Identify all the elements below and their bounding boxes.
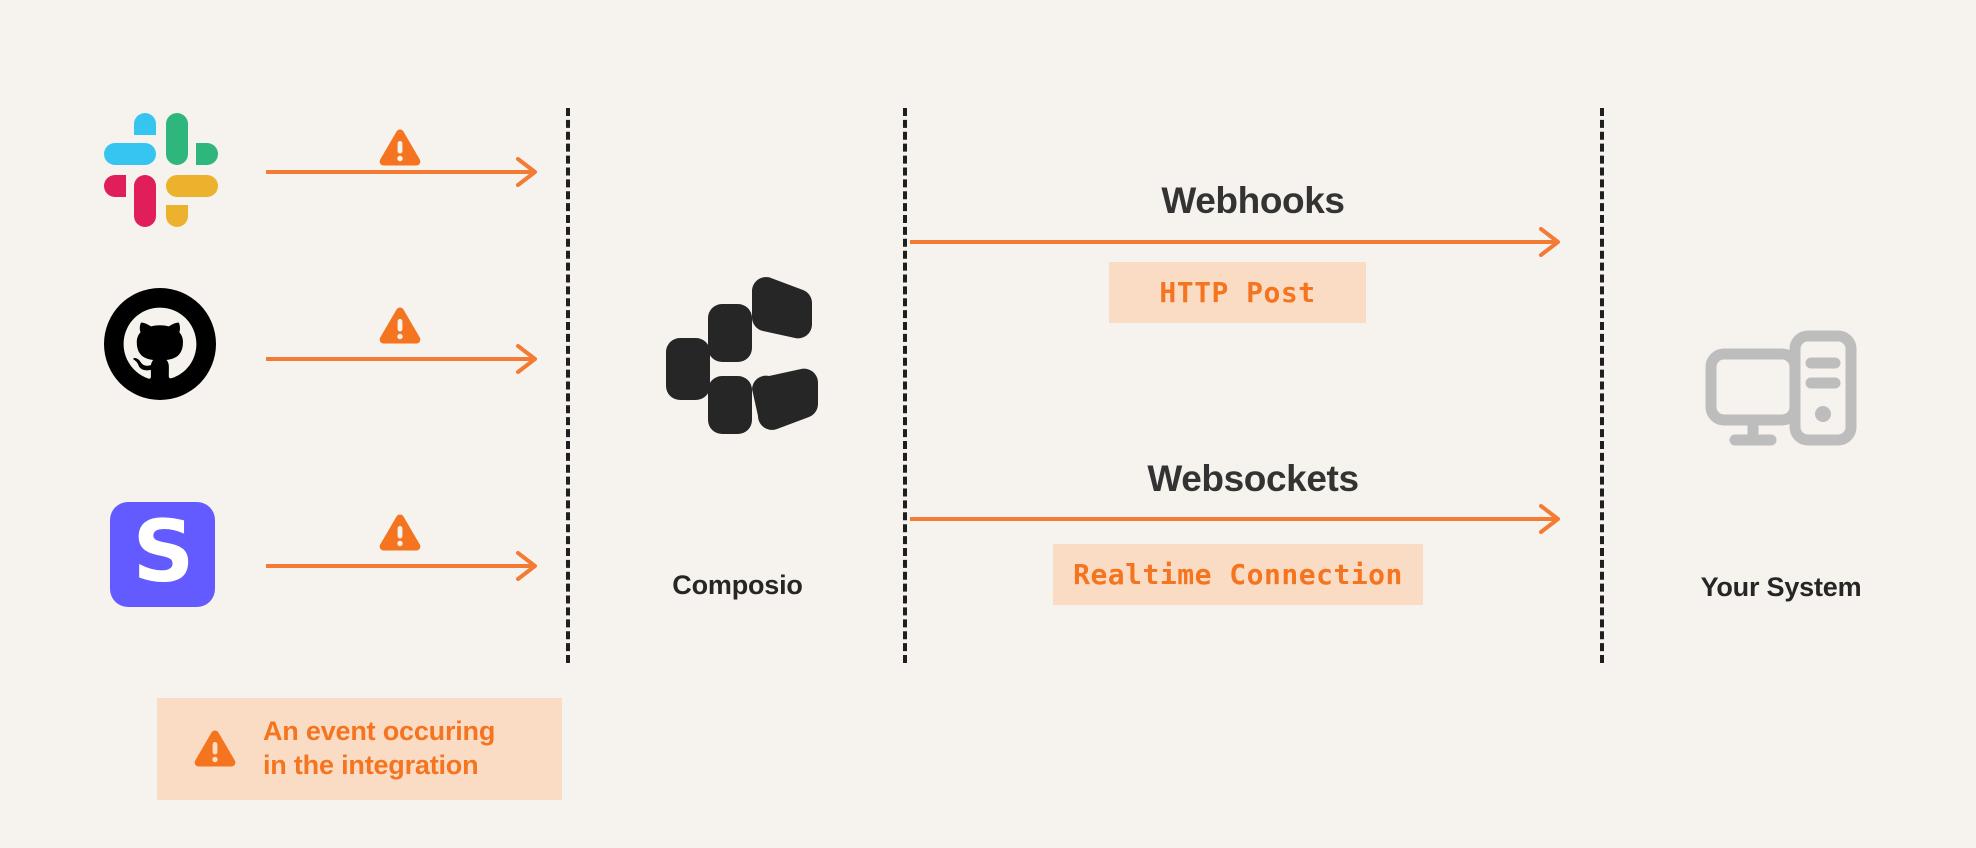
your-system-label: Your System [1700, 572, 1862, 602]
legend-line-2: in the integration [263, 750, 479, 780]
warning-triangle-icon [378, 513, 422, 553]
divider-sources-hub [566, 108, 570, 663]
desktop-computer-icon [1705, 330, 1857, 448]
slack-logo [104, 113, 220, 229]
stripe-letter: S [132, 501, 195, 602]
composio-label: Composio [672, 570, 803, 600]
stripe-logo: S [110, 502, 226, 618]
arrow-stripe-to-composio [266, 551, 546, 581]
legend-event-box: An event occuring in the integration [157, 698, 562, 800]
github-logo [104, 288, 220, 404]
arrow-websockets-to-system [910, 504, 1570, 534]
warning-triangle-icon [193, 729, 237, 769]
arrow-github-to-composio [266, 344, 546, 374]
arrow-slack-to-composio [266, 157, 546, 187]
legend-line-1: An event occuring [263, 716, 496, 747]
composio-logo [655, 277, 820, 442]
arrow-webhooks-to-system [910, 227, 1570, 257]
divider-channels-destination [1600, 108, 1604, 663]
channel-title-webhooks: Webhooks [1161, 180, 1345, 221]
warning-triangle-icon [378, 128, 422, 168]
channel-title-websockets: Websockets [1147, 458, 1359, 499]
badge-realtime-connection: Realtime Connection [1053, 544, 1423, 605]
warning-triangle-icon [378, 306, 422, 346]
badge-http-post: HTTP Post [1109, 262, 1366, 323]
divider-hub-channels [903, 108, 907, 663]
